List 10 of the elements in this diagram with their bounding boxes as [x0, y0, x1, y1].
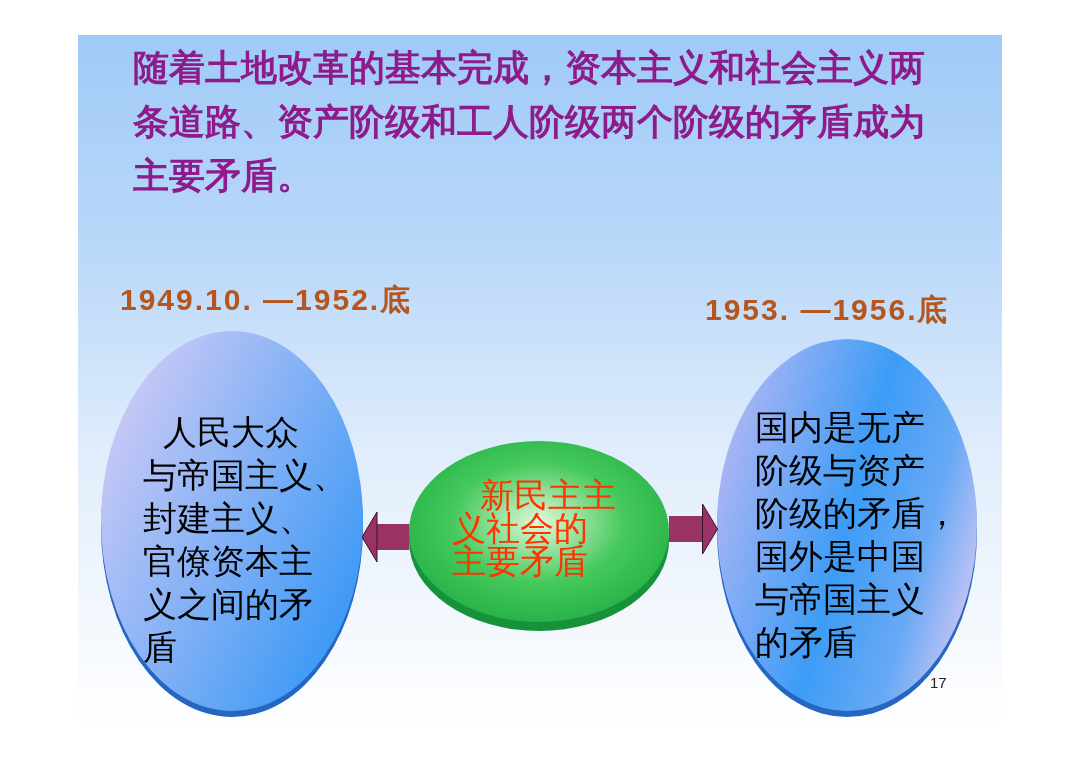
oval-text: 人民大众与帝国主义、封建主义、官僚资本主义之间的矛盾: [143, 411, 348, 669]
block-arrow: [361, 511, 410, 563]
oval-text: 国内是无产阶级与资产阶级的矛盾，国外是中国与帝国主义的矛盾: [755, 406, 960, 664]
block-arrow: [669, 503, 718, 555]
page-number: 17: [930, 674, 947, 692]
slide-title: 随着土地改革的基本完成，资本主义和社会主义两条道路、资产阶级和工人阶级两个阶级的矛盾成为主要矛盾。: [133, 46, 926, 198]
circle-text: 新民主主义社会的主要矛盾: [452, 474, 617, 583]
circle-node: [408, 440, 670, 632]
date-range: 1953. —1956.底: [705, 293, 950, 327]
date-range: 1949.10. —1952.底: [120, 283, 413, 317]
